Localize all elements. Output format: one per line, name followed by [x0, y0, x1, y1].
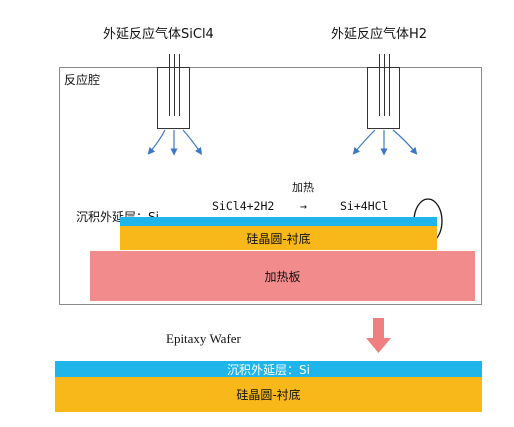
reaction-reactants: SiCl4+2H2	[212, 199, 275, 213]
heater-plate-label: 加热板	[264, 269, 301, 284]
gas-nozzle-sicl4	[157, 54, 190, 129]
epitaxy-wafer-title: Epitaxy Wafer	[166, 331, 241, 346]
gas-label-h2: 外延反应气体H2	[331, 27, 428, 42]
reaction-chamber: 反应腔	[59, 67, 482, 305]
result-wafer-label: 硅晶圆-衬底	[236, 388, 301, 402]
result-epi-layer: 沉积外延层：Si	[55, 361, 482, 377]
result-wafer-substrate: 硅晶圆-衬底	[55, 377, 482, 412]
reaction-arrow: →	[300, 199, 307, 213]
wafer-substrate: 硅晶圆-衬底	[120, 226, 437, 250]
chamber-label: 反应腔	[64, 73, 101, 87]
result-arrow	[366, 318, 391, 353]
gas-label-sicl4: 外延反应气体SiCl4	[103, 27, 214, 42]
result-epi-label: 沉积外延层：Si	[227, 362, 310, 377]
gas-flow-arrows-left	[147, 129, 202, 156]
epi-layer	[120, 217, 437, 226]
reaction-condition: 加热	[292, 181, 314, 194]
reaction-products: Si+4HCl	[340, 199, 389, 213]
gas-flow-arrows-right	[352, 129, 418, 156]
gas-nozzle-h2	[367, 54, 400, 129]
wafer-substrate-label: 硅晶圆-衬底	[246, 231, 311, 246]
heater-plate: 加热板	[90, 251, 475, 301]
